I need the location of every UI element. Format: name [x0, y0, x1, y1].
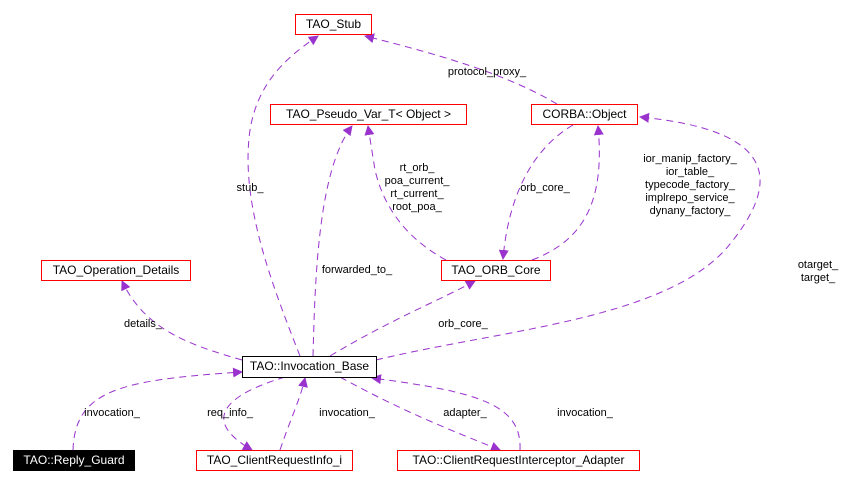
- label-ior-manip-factory: ior_manip_factory_: [643, 153, 737, 165]
- edge-protocol-proxy: [364, 33, 558, 105]
- node-tao-stub[interactable]: TAO_Stub: [295, 14, 372, 35]
- label-otarget: otarget_: [797, 259, 839, 271]
- label-orb-core-upper: orb_core_: [520, 182, 570, 194]
- label-poa-current: poa_current_: [384, 175, 450, 187]
- node-interceptor-adapter[interactable]: TAO::ClientRequestInterceptor_Adapter: [397, 450, 640, 471]
- node-reply-guard: TAO::Reply_Guard: [13, 450, 135, 471]
- label-pseudo-members: rt_orb_ poa_current_ rt_current_ root_po…: [385, 162, 450, 214]
- label-protocol-proxy: protocol_proxy_: [447, 66, 527, 78]
- label-rt-current: rt_current_: [390, 188, 444, 200]
- label-req-info: req_info_: [207, 407, 253, 419]
- edge-details: [121, 280, 243, 361]
- label-implrepo-service: implrepo_service_: [645, 192, 735, 204]
- label-orb-core-lower: orb_core_: [438, 318, 488, 330]
- label-typecode-factory: typecode_factory_: [645, 179, 735, 191]
- edge-pseudo-members: [364, 125, 447, 261]
- label-rt-orb: rt_orb_: [399, 162, 435, 174]
- edge-target: [375, 112, 761, 361]
- edge-info-invocation: [279, 377, 308, 451]
- node-operation-details[interactable]: TAO_Operation_Details: [41, 260, 191, 281]
- label-target-member: target_: [800, 272, 836, 284]
- label-adapter-invocation: invocation_: [557, 407, 613, 419]
- label-stub: stub_: [236, 182, 264, 194]
- label-info-invocation: invocation_: [319, 407, 375, 419]
- label-ior-table: ior_table_: [665, 166, 715, 178]
- label-adapter: adapter_: [443, 407, 487, 419]
- node-pseudo-var[interactable]: TAO_Pseudo_Var_T< Object >: [270, 104, 467, 125]
- edge-core-members: [531, 125, 604, 261]
- edge-forwarded-to: [312, 125, 353, 357]
- label-target: otarget_ target_: [798, 259, 838, 285]
- edge-stub: [247, 35, 319, 357]
- node-client-request-info[interactable]: TAO_ClientRequestInfo_i: [196, 450, 353, 471]
- label-details: details_: [124, 318, 162, 330]
- edge-reply-invocation: [72, 367, 243, 451]
- edge-adapter-invocation: [371, 374, 521, 451]
- label-dynany-factory: dynany_factory_: [649, 205, 731, 217]
- label-forwarded-to: forwarded_to_: [321, 264, 393, 276]
- edge-orb-core: [329, 280, 476, 357]
- label-reply-invocation: invocation_: [84, 407, 140, 419]
- label-root-poa: root_poa_: [392, 201, 442, 213]
- node-invocation-base[interactable]: TAO::Invocation_Base: [242, 356, 377, 378]
- node-corba-object[interactable]: CORBA::Object: [531, 104, 638, 125]
- edge-orb-core-from-object: [498, 124, 574, 260]
- node-orb-core[interactable]: TAO_ORB_Core: [441, 260, 551, 281]
- edge-adapter: [339, 376, 501, 452]
- label-core-members: ior_manip_factory_ ior_table_ typecode_f…: [643, 153, 737, 218]
